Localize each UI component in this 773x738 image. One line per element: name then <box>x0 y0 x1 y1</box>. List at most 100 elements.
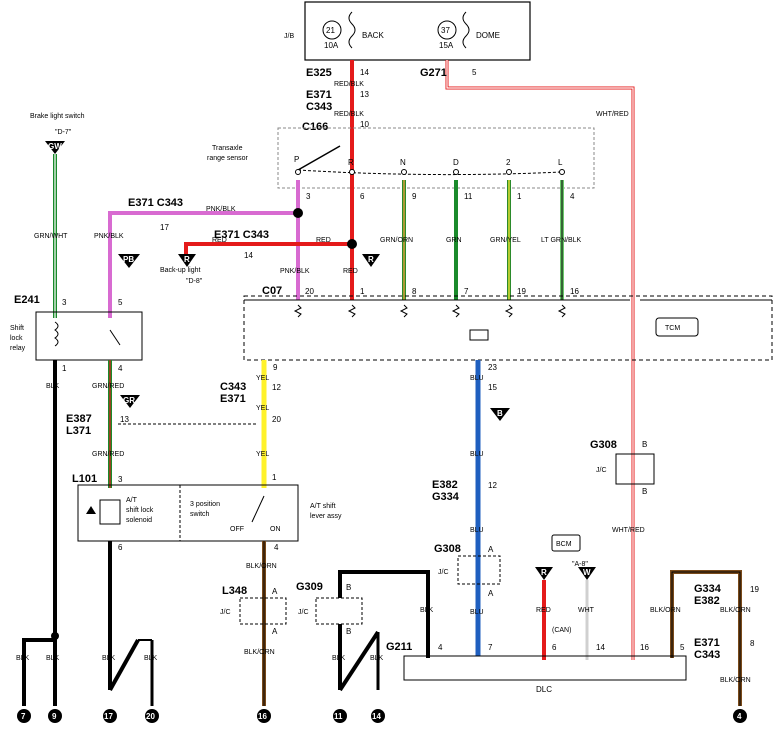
jc-g309-label: J/C <box>298 609 309 616</box>
label-red-blk-2: RED/BLK <box>334 111 364 118</box>
wire-blk-orn-right-stripe <box>671 571 741 706</box>
shift-lock-label-2: lock <box>10 335 23 342</box>
label-blk-orn-5: BLK/ORN <box>720 677 751 684</box>
conn-l348: L348 <box>222 585 247 597</box>
svg-text:11: 11 <box>334 712 343 721</box>
label-can: (CAN) <box>552 627 571 634</box>
svg-text:R: R <box>368 255 374 264</box>
conn-e371-c343-pnk: E371 C343 <box>128 197 183 209</box>
pos-d: D <box>453 158 459 167</box>
label-blu-1: BLU <box>470 375 484 382</box>
fuse-dome-circle <box>437 20 457 40</box>
sol-label-3: solenoid <box>126 517 152 524</box>
pos-r: R <box>348 158 354 167</box>
ground-terminal-20: 20 <box>145 709 159 723</box>
jb-label: J/B <box>284 33 294 40</box>
conn-e371-c343-red: E371 C343 <box>214 229 269 241</box>
sensor-pin-r: 6 <box>360 192 365 201</box>
label-blk-g11: BLK <box>332 655 346 662</box>
pin-c166: 10 <box>360 120 369 129</box>
sensor-pin-d: 11 <box>464 192 473 201</box>
shift-lever-assy-box <box>77 484 299 542</box>
label-blu-4: BLU <box>470 609 484 616</box>
dlc-pin-6: 6 <box>552 643 557 652</box>
conn-c166: C166 <box>302 121 328 133</box>
badge-r-right: R <box>362 254 380 267</box>
tcm-pin-2: 19 <box>517 287 526 296</box>
g308-a-bot: A <box>488 589 494 598</box>
sensor-pin-l: 4 <box>570 192 575 201</box>
junction-block <box>304 1 531 61</box>
label-red-blk-1: RED/BLK <box>334 81 364 88</box>
label-red-sensor: RED <box>343 268 358 275</box>
label-blk-g9: BLK <box>46 655 60 662</box>
badge-gr: GR <box>120 395 140 408</box>
label-pnk-blk-sensor: PNK/BLK <box>280 268 310 275</box>
label-blk-g14: BLK <box>370 655 384 662</box>
fuse-dome-name: DOME <box>476 31 500 40</box>
jc-g309 <box>315 597 363 625</box>
conn-e325: E325 <box>306 67 332 79</box>
conn-e241: E241 <box>14 294 40 306</box>
pin-e382: 12 <box>488 481 497 490</box>
wire-blk-sol-jump <box>108 639 140 691</box>
switch-label-2: switch <box>190 511 210 518</box>
jc-g308-top-label: J/C <box>596 467 607 474</box>
label-grn-red-1: GRN/RED <box>92 383 124 390</box>
svg-text:20: 20 <box>146 712 155 721</box>
conn-e382: E382 <box>432 479 458 491</box>
label-grn-red-2: GRN/RED <box>92 451 124 458</box>
ground-terminal-14: 14 <box>371 709 385 723</box>
pin-yel-1: 1 <box>272 473 277 482</box>
l348-a-bot: A <box>272 627 278 636</box>
label-wht-red-1: WHT/RED <box>596 111 629 118</box>
tcm-pin-n: 8 <box>412 287 417 296</box>
lever-assy-1: A/T shift <box>310 503 336 510</box>
sol-label-1: A/T <box>126 497 138 504</box>
pos-p: P <box>294 155 299 164</box>
label-grn: GRN <box>446 237 462 244</box>
tcm-icon <box>655 317 699 337</box>
shift-lock-relay <box>35 311 143 361</box>
badge-gw: GW <box>45 141 65 154</box>
conn-g309: G309 <box>296 581 323 593</box>
transaxle-label-2: range sensor <box>207 155 249 162</box>
relay-pin-4: 4 <box>118 364 123 373</box>
conn-l371: L371 <box>66 425 91 437</box>
label-yel-2: YEL <box>256 405 269 412</box>
pin-e371-right: 8 <box>750 639 755 648</box>
pin-g271: 5 <box>472 68 477 77</box>
sensor-contact <box>297 145 341 171</box>
svg-text:4: 4 <box>737 712 742 721</box>
sol-pin-3: 3 <box>118 475 123 484</box>
ground-terminal-11: 11 <box>333 709 347 723</box>
svg-text:14: 14 <box>372 712 381 721</box>
label-blk-g211: BLK <box>420 607 434 614</box>
pin-e371-c343-pnk: 17 <box>160 223 169 232</box>
pin-g334-right: 19 <box>750 585 759 594</box>
g309-b-top: B <box>346 583 351 592</box>
pin-e387: 13 <box>120 415 129 424</box>
relay-pin-3: 3 <box>62 298 67 307</box>
backup-light-label: Back-up light <box>160 267 201 274</box>
conn-c343-right: C343 <box>694 649 720 661</box>
conn-g334: G334 <box>432 491 460 503</box>
wire-red-backup <box>184 242 352 258</box>
sol-pin-6: 6 <box>118 543 123 552</box>
tcm-pin-d: 7 <box>464 287 469 296</box>
pin-e371-top: 13 <box>360 90 369 99</box>
g309-b-bot: B <box>346 627 351 636</box>
ground-terminal-9: 9 <box>48 709 62 723</box>
badge-b: B <box>490 408 510 421</box>
pin-e371-yel: 20 <box>272 415 281 424</box>
dlc-pin-7: 7 <box>488 643 493 652</box>
tcm-pin-yel: 9 <box>273 363 278 372</box>
g308-b-bot: B <box>642 487 647 496</box>
splice-ground-left <box>51 632 59 640</box>
sol-label-2: shift lock <box>126 507 154 514</box>
conn-e387: E387 <box>66 413 92 425</box>
label-blk-relay: BLK <box>46 383 60 390</box>
conn-g271: G271 <box>420 67 447 79</box>
svg-text:7: 7 <box>21 712 26 721</box>
bcm-ref: "A-8" <box>572 561 588 568</box>
